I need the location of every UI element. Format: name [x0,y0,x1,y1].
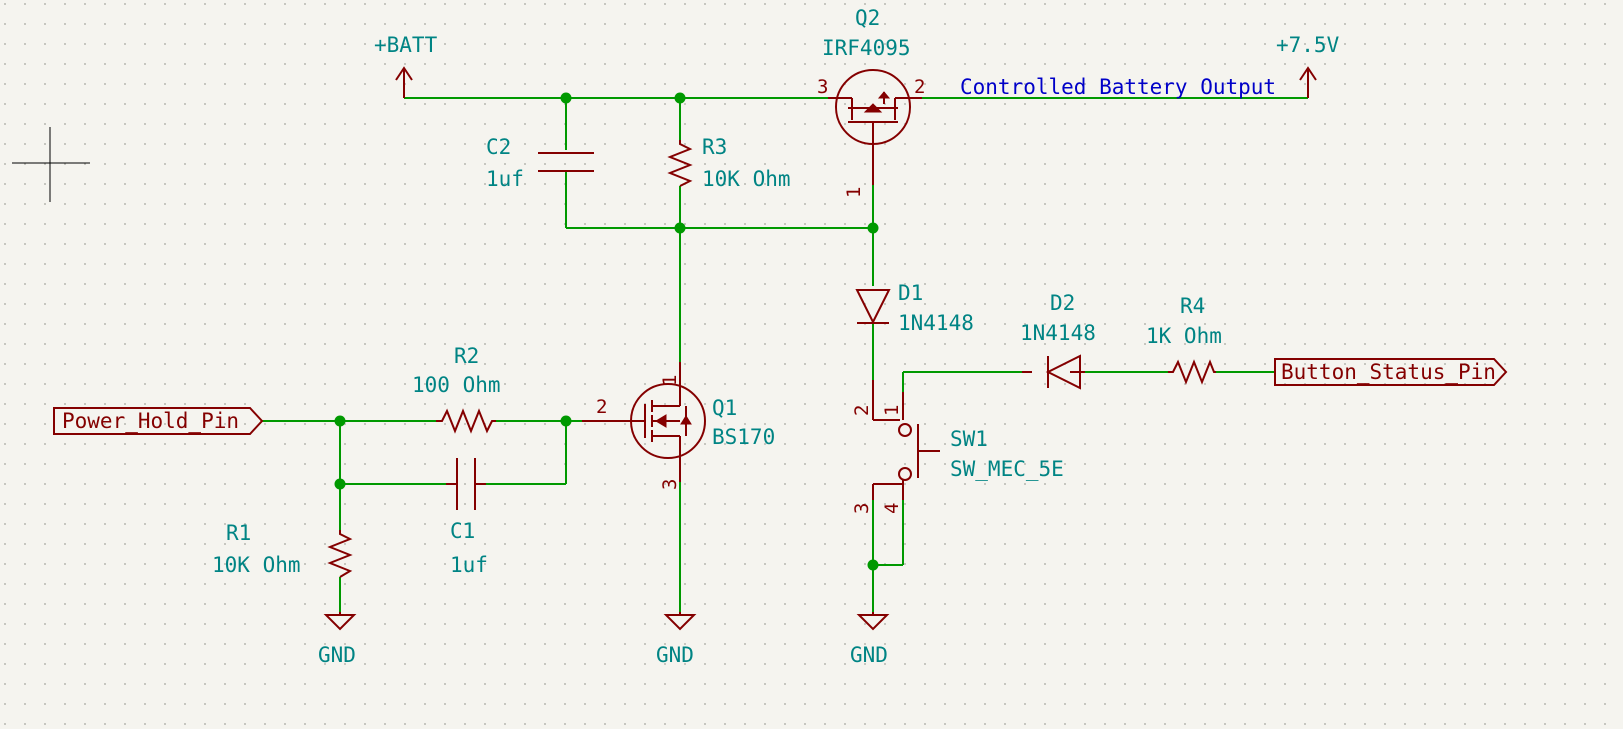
junctions [334,92,879,571]
svg-text:1K Ohm: 1K Ohm [1146,324,1222,348]
sw1-switch[interactable]: 2 1 3 4 SW1 SW_MEC_5E [851,380,1064,514]
svg-text:Q1: Q1 [712,396,737,420]
q1-mosfet[interactable]: 2 1 3 Q1 BS170 [582,362,775,490]
gnd-symbol-sw1[interactable]: GND [850,612,890,667]
svg-text:2: 2 [596,396,607,418]
svg-text:IRF4095: IRF4095 [822,36,911,60]
svg-text:D2: D2 [1050,291,1075,315]
svg-text:D1: D1 [898,281,923,305]
svg-text:GND: GND [850,643,888,667]
svg-text:1: 1 [659,375,681,386]
svg-text:1N4148: 1N4148 [1020,321,1096,345]
wires [262,97,1308,612]
svg-text:C2: C2 [486,135,511,159]
r3-resistor[interactable]: R3 10K Ohm [667,135,791,191]
q2-mosfet[interactable]: 3 2 1 Q2 IRF4095 [817,6,925,198]
v75-power-symbol[interactable]: +7.5V [1276,33,1340,98]
batt-power-symbol[interactable]: +BATT [374,33,438,98]
svg-text:10K Ohm: 10K Ohm [702,167,791,191]
button-status-pin-label[interactable]: Button_Status_Pin [1274,358,1508,386]
svg-text:R4: R4 [1180,294,1205,318]
d1-diode[interactable]: D1 1N4148 [855,281,974,335]
svg-text:1: 1 [881,405,903,416]
svg-text:3: 3 [817,76,828,98]
r2-resistor[interactable]: R2 100 Ohm [412,344,501,434]
gnd-symbol-q1[interactable]: GND [656,612,697,667]
svg-text:+BATT: +BATT [374,33,438,57]
svg-text:GND: GND [656,643,694,667]
svg-text:4: 4 [881,503,903,514]
svg-text:10K Ohm: 10K Ohm [212,553,301,577]
r1-resistor[interactable]: R1 10K Ohm [212,521,353,578]
svg-text:1uf: 1uf [486,167,524,191]
r4-resistor[interactable]: R4 1K Ohm [1146,294,1222,385]
svg-text:GND: GND [318,643,356,667]
svg-text:C1: C1 [450,519,475,543]
svg-text:1: 1 [843,187,865,198]
svg-text:1uf: 1uf [450,553,488,577]
power-hold-pin-label[interactable]: Power_Hold_Pin [53,407,264,435]
svg-text:+7.5V: +7.5V [1276,33,1340,57]
svg-text:Button_Status_Pin: Button_Status_Pin [1281,360,1496,384]
svg-text:1N4148: 1N4148 [898,311,974,335]
svg-text:BS170: BS170 [712,425,775,449]
svg-text:2: 2 [851,405,873,416]
gnd-symbol-r1[interactable]: GND [318,612,357,667]
svg-text:3: 3 [851,503,873,514]
svg-text:R3: R3 [702,135,727,159]
d2-diode[interactable]: D2 1N4148 [1020,291,1096,390]
svg-text:2: 2 [914,76,925,98]
svg-text:3: 3 [659,479,681,490]
svg-text:SW1: SW1 [950,427,988,451]
svg-text:R1: R1 [226,521,251,545]
svg-text:100 Ohm: 100 Ohm [412,373,501,397]
svg-text:Q2: Q2 [855,6,880,30]
c1-capacitor[interactable]: C1 1uf [446,458,488,577]
svg-text:Power_Hold_Pin: Power_Hold_Pin [62,409,239,433]
svg-text:SW_MEC_5E: SW_MEC_5E [950,457,1064,481]
c2-capacitor[interactable]: C2 1uf [486,135,594,191]
crosshair-cursor [12,127,90,202]
controlled-output-net-label[interactable]: Controlled Battery Output [960,75,1276,99]
svg-text:R2: R2 [454,344,479,368]
